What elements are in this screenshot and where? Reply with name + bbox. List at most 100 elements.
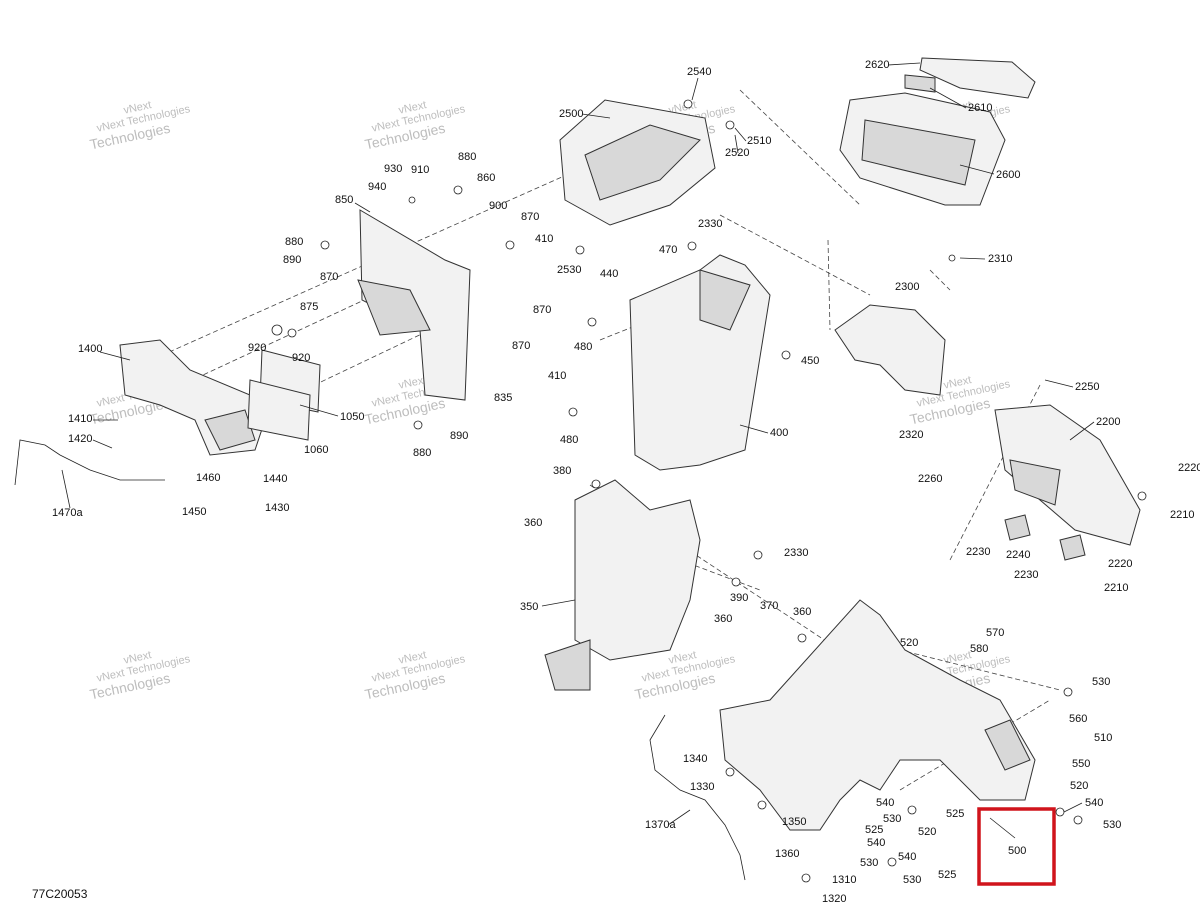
callout-label: 480 bbox=[574, 341, 592, 353]
callout-label: 2520 bbox=[725, 147, 749, 159]
leader bbox=[99, 351, 131, 361]
fastener bbox=[1063, 687, 1073, 697]
callout-label: 870 bbox=[512, 340, 530, 352]
callout-label: 2230 bbox=[966, 546, 990, 558]
callout-label: 910 bbox=[411, 164, 429, 176]
watermark-text-1: vNext bbox=[942, 374, 972, 392]
part-1060-plate bbox=[247, 379, 311, 441]
leader bbox=[929, 87, 967, 109]
callout-label: 520 bbox=[918, 826, 936, 838]
leader bbox=[1044, 379, 1074, 388]
part-2500-air-box-detail bbox=[584, 124, 701, 201]
callout-label: 870 bbox=[521, 211, 539, 223]
callout-label: 2220 bbox=[1178, 462, 1200, 474]
callout-label: 580 bbox=[970, 643, 988, 655]
callout-label: 525 bbox=[946, 808, 964, 820]
callout-label: 2510 bbox=[747, 135, 771, 147]
part-350-panel-detail bbox=[544, 639, 591, 691]
callout-label: 850 bbox=[335, 194, 353, 206]
fastener bbox=[907, 805, 917, 815]
fastener bbox=[287, 328, 297, 338]
fastener bbox=[591, 479, 601, 489]
callout-label: 1050 bbox=[340, 411, 364, 423]
highlight-box bbox=[977, 807, 1056, 886]
fastener bbox=[687, 241, 697, 251]
callout-label: 2260 bbox=[918, 473, 942, 485]
callout-label: 1350 bbox=[782, 816, 806, 828]
part-2230-pad bbox=[1004, 514, 1031, 541]
callout-label: 2230 bbox=[1014, 569, 1038, 581]
fastener bbox=[320, 240, 330, 250]
fastener bbox=[1073, 815, 1083, 825]
watermark-text-1: vNext bbox=[397, 649, 427, 667]
fastener bbox=[797, 633, 807, 643]
callout-label: 570 bbox=[986, 627, 1004, 639]
callout-label: 2210 bbox=[1170, 509, 1194, 521]
callout-label: 380 bbox=[553, 465, 571, 477]
fastener bbox=[408, 196, 416, 204]
callout-label: 510 bbox=[1094, 732, 1112, 744]
callout-label: 360 bbox=[524, 517, 542, 529]
leader bbox=[1069, 421, 1095, 441]
callout-label: 540 bbox=[876, 797, 894, 809]
leader bbox=[959, 257, 986, 260]
leader bbox=[734, 134, 739, 154]
callout-label: 390 bbox=[730, 592, 748, 604]
fastener bbox=[948, 254, 956, 262]
callout-label: 410 bbox=[548, 370, 566, 382]
callout-label: 530 bbox=[1103, 819, 1121, 831]
callout-label: 860 bbox=[477, 172, 495, 184]
callout-label: 1420 bbox=[68, 433, 92, 445]
callout-label: 2300 bbox=[895, 281, 919, 293]
callout-label: 930 bbox=[384, 163, 402, 175]
callout-label: 1470a bbox=[52, 507, 83, 519]
callout-label: 470 bbox=[659, 244, 677, 256]
watermark: vNext vNext Technologies Technologies bbox=[88, 649, 191, 702]
part-2200-bracket-detail bbox=[1009, 459, 1061, 506]
callout-label: 2330 bbox=[698, 218, 722, 230]
callout-label: 400 bbox=[770, 427, 788, 439]
part-1400-housing-detail bbox=[204, 409, 256, 451]
fastener bbox=[731, 577, 741, 587]
callout-label: 870 bbox=[533, 304, 551, 316]
fastener bbox=[781, 350, 791, 360]
parts-layer bbox=[14, 57, 1141, 881]
fastener bbox=[271, 324, 283, 336]
fastener bbox=[753, 550, 763, 560]
callout-label: 2540 bbox=[687, 66, 711, 78]
callout-label: 2240 bbox=[1006, 549, 1030, 561]
fastener bbox=[725, 767, 735, 777]
callout-label: 900 bbox=[489, 200, 507, 212]
callout-label: 500 bbox=[1008, 845, 1026, 857]
watermark-text-1: vNext bbox=[122, 649, 152, 667]
callout-label: 540 bbox=[867, 837, 885, 849]
diagram-code: 77C20053 bbox=[32, 887, 88, 901]
callout-label: 2250 bbox=[1075, 381, 1099, 393]
centerline bbox=[899, 699, 1051, 791]
callout-label: 1410 bbox=[68, 413, 92, 425]
centerline bbox=[679, 559, 761, 591]
fastener bbox=[801, 873, 811, 883]
callout-label: 2310 bbox=[988, 253, 1012, 265]
callout-label: 1430 bbox=[265, 502, 289, 514]
fastener bbox=[575, 245, 585, 255]
callout-label: 410 bbox=[535, 233, 553, 245]
callout-label: 880 bbox=[413, 447, 431, 459]
callout-label: 1360 bbox=[775, 848, 799, 860]
part-2600-grille-slots bbox=[861, 119, 976, 186]
fastener bbox=[757, 800, 767, 810]
leader-lines bbox=[61, 62, 1095, 839]
callout-label: 530 bbox=[883, 813, 901, 825]
callout-label: 520 bbox=[1070, 780, 1088, 792]
callout-label: 1460 bbox=[196, 472, 220, 484]
callout-label: 540 bbox=[1085, 797, 1103, 809]
callout-label: 940 bbox=[368, 181, 386, 193]
callout-label: 360 bbox=[793, 606, 811, 618]
callout-label: 890 bbox=[283, 254, 301, 266]
fastener bbox=[1137, 491, 1147, 501]
watermark-text-1: vNext bbox=[122, 99, 152, 117]
part-400-panel-detail bbox=[699, 269, 751, 331]
watermark: vNext vNext Technologies Technologies bbox=[363, 99, 466, 152]
fastener-layer bbox=[271, 99, 1147, 883]
